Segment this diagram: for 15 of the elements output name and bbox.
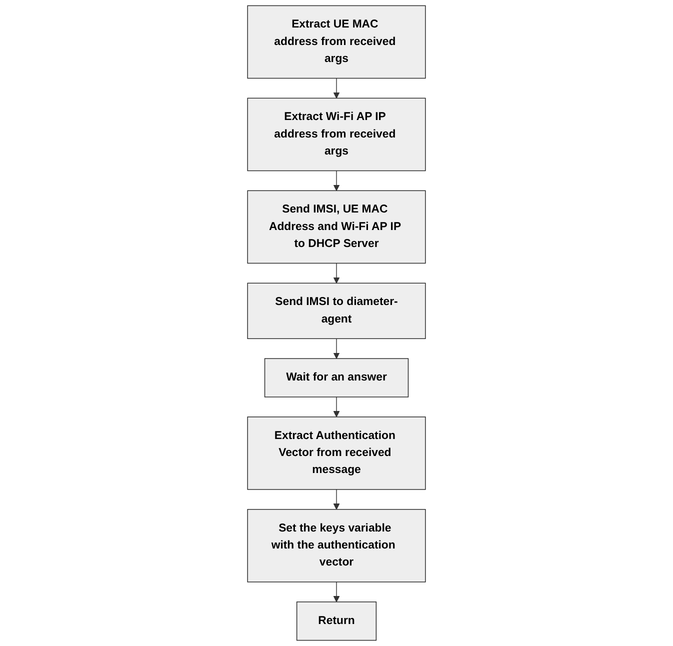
node-box: Return xyxy=(296,602,377,641)
node-box: Send IMSI to diameter-agent xyxy=(247,282,426,339)
arrow xyxy=(333,78,340,98)
arrow xyxy=(333,262,340,284)
node-box: Extract Authentication Vector from received message xyxy=(247,416,426,490)
arrow xyxy=(333,338,340,359)
arrow xyxy=(333,582,340,602)
arrow xyxy=(333,489,340,510)
node-box: Extract UE MAC address from received args xyxy=(247,5,426,79)
node-box: Wait for an answer xyxy=(264,358,409,398)
node-box: Extract Wi-Fi AP IP address from received args xyxy=(247,98,426,172)
arrow xyxy=(333,170,340,191)
node-box: Set the keys variable with the authentication vector xyxy=(247,509,426,582)
node-box: Send IMSI, UE MAC Address and Wi-Fi AP IP to DHCP Server xyxy=(247,190,426,264)
arrow xyxy=(333,396,340,418)
